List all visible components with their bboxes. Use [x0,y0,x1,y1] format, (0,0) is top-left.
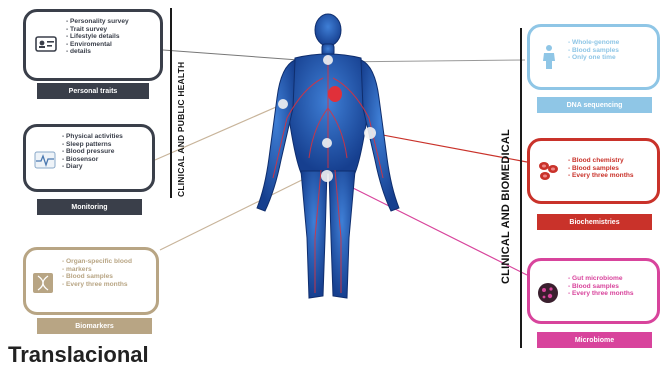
right-heading: CLINICAL AND BIOMEDICAL [500,129,512,284]
dna-sequencing-list: Whole-genome Blood samples Only one time [568,39,619,62]
list-item: Every three months [62,281,132,289]
microbiome-list: Gut microbiome Blood samples Every three… [568,275,634,298]
dna-strand-icon [32,272,54,294]
bacteria-icon [536,281,558,303]
bottom-title: Translacional [8,342,149,368]
list-item: Every three months [568,290,634,298]
body-heart [328,86,342,102]
body-left-arm [257,60,295,211]
blood-cells-icon [536,159,558,181]
left-divider-line [170,8,172,198]
monitoring-list: Physical activities Sleep patterns Blood… [62,133,123,171]
list-item: Physical activities [62,133,123,141]
list-item: Enviromental [66,41,129,49]
biomarkers-list: Organ-specific blood markers Blood sampl… [62,258,132,288]
card-personal-traits: Personality survey Trait survey Lifestyl… [23,9,163,81]
list-item: Blood samples [62,273,132,281]
card-biomarkers: Organ-specific blood markers Blood sampl… [23,247,159,315]
id-card-icon [35,33,57,55]
card-monitoring: Physical activities Sleep patterns Blood… [23,124,155,192]
body-head [315,14,341,46]
body-left-leg [301,171,327,298]
list-item: Only one time [568,54,619,62]
node-chest [364,127,376,139]
card-microbiome: Gut microbiome Blood samples Every three… [527,258,660,324]
list-item: Trait survey [66,26,129,34]
node-shoulder [278,99,288,109]
list-item: Blood samples [568,283,634,291]
tag-biochemistries: Biochemistries [537,214,652,230]
tag-dna-sequencing: DNA sequencing [537,97,652,113]
tag-biomarkers: Biomarkers [37,318,152,334]
list-item: Diary [62,163,123,171]
tag-microbiome: Microbiome [537,332,652,348]
tag-personal-traits: Personal traits [37,83,149,99]
list-item: Biosensor [62,156,123,164]
list-item: Personality survey [66,18,129,26]
list-item: Organ-specific blood [62,258,132,266]
left-heading: CLINICAL AND PUBLIC HEALTH [176,62,186,197]
personal-traits-list: Personality survey Trait survey Lifestyl… [66,18,129,56]
node-head [323,55,333,65]
card-biochemistries: Blood chemistry Blood samples Every thre… [527,138,660,204]
node-abdomen [322,138,332,148]
list-item: markers [62,266,132,274]
list-item: Blood chemistry [568,157,634,165]
list-item: Gut microbiome [568,275,634,283]
heartbeat-monitor-icon [34,149,56,171]
biochemistries-list: Blood chemistry Blood samples Every thre… [568,157,634,180]
person-silhouette-icon [538,44,560,66]
node-pelvis [321,170,333,182]
list-item: Every three months [568,172,634,180]
list-item: Blood samples [568,47,619,55]
list-item: Sleep patterns [62,141,123,149]
list-item: details [66,48,129,56]
right-divider-line [520,28,522,348]
card-dna-sequencing: Whole-genome Blood samples Only one time [527,24,660,90]
list-item: Lifestyle details [66,33,129,41]
body-right-leg [329,171,355,298]
human-body-figure [243,8,413,308]
list-item: Blood pressure [62,148,123,156]
tag-monitoring: Monitoring [37,199,142,215]
list-item: Whole-genome [568,39,619,47]
list-item: Blood samples [568,165,634,173]
